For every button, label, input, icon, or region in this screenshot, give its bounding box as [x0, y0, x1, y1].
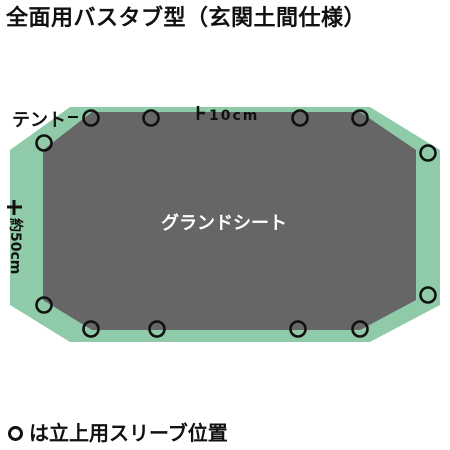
width-dimension-label: 10cm — [209, 108, 259, 124]
tent-label: テント — [12, 110, 66, 131]
sleeve-ring — [82, 109, 100, 127]
legend: は立上用スリーブ位置 — [6, 418, 228, 448]
legend-circle-icon — [8, 425, 23, 441]
ground-sheet — [43, 112, 416, 330]
sleeve-ring — [148, 320, 166, 338]
sleeve-ring — [419, 144, 437, 162]
sleeve-positions — [35, 109, 437, 338]
sleeve-ring — [35, 134, 53, 152]
sleeve-ring — [351, 320, 369, 338]
legend-text: は立上用スリーブ位置 — [29, 421, 228, 445]
page-title: 全面用バスタブ型（玄関土間仕様） — [6, 6, 367, 31]
sleeve-ring — [35, 296, 53, 314]
height-dimension: 約50cm — [7, 200, 24, 274]
sleeve-ring — [419, 286, 437, 304]
height-dimension-label: 約50cm — [7, 218, 24, 274]
ground-sheet-label: グランドシート — [161, 212, 287, 234]
sleeve-ring — [142, 109, 160, 127]
width-dimension: 10cm — [196, 106, 259, 124]
sleeve-ring — [351, 109, 369, 127]
sleeve-ring — [291, 109, 309, 127]
sleeve-ring — [82, 320, 100, 338]
sleeve-ring — [289, 320, 307, 338]
